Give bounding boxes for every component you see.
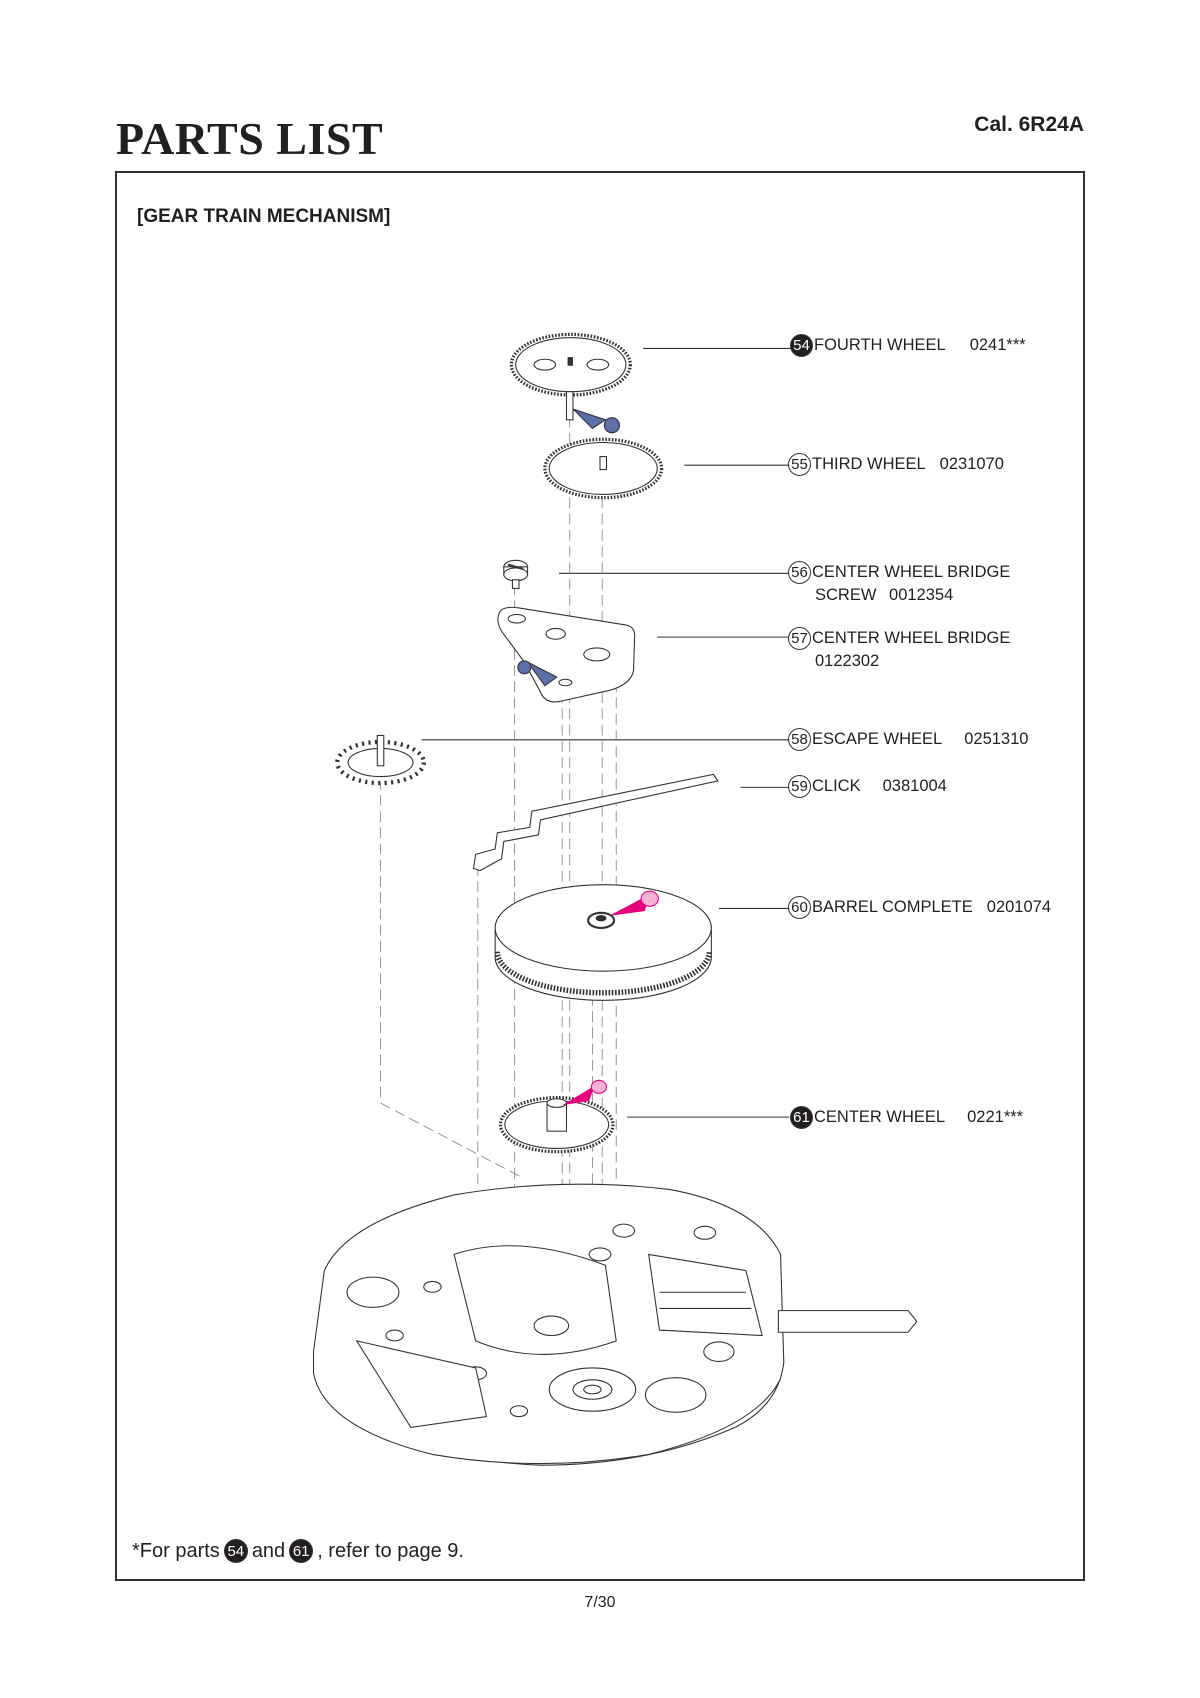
part-code: 0251310	[964, 730, 1029, 748]
part-label-56: 56 CENTER WHEEL BRIDGE	[788, 561, 1010, 584]
click-drawing	[472, 773, 719, 872]
part-name-continued: SCREW	[815, 586, 877, 604]
part-name: BARREL COMPLETE	[812, 898, 973, 916]
part-number-badge: 61	[790, 1106, 813, 1129]
page-number: 7/30	[584, 1594, 616, 1611]
part-code: 0221***	[967, 1108, 1024, 1126]
part-name: FOURTH WHEEL	[814, 336, 946, 354]
barrel-complete-drawing	[494, 884, 712, 1001]
footnote-text: , refer to page 9.	[317, 1539, 464, 1562]
part-name: THIRD WHEEL	[812, 455, 926, 473]
footnote: *For parts 54 and 61 , refer to page 9.	[132, 1539, 464, 1563]
part-label-56-line2: SCREW 0012354	[815, 586, 953, 605]
part-code: 0122302	[815, 652, 880, 670]
part-number-badge: 56	[788, 561, 811, 584]
part-code: 0231070	[939, 455, 1004, 473]
part-number-badge: 60	[788, 896, 811, 919]
escape-wheel-drawing	[335, 734, 426, 786]
footnote-part-badge: 61	[289, 1539, 314, 1563]
part-number-badge: 57	[788, 627, 811, 650]
footnote-text: *For parts	[132, 1539, 220, 1562]
part-label-58: 58 ESCAPE WHEEL 0251310	[788, 728, 1028, 751]
part-name: CENTER WHEEL BRIDGE	[812, 629, 1011, 647]
caliber-label: Cal. 6R24A	[974, 113, 1084, 136]
center-wheel-drawing	[498, 1079, 615, 1154]
part-label-61: 61 CENTER WHEEL 0221***	[790, 1106, 1023, 1129]
footnote-part-badge: 54	[223, 1539, 248, 1563]
part-label-55: 55 THIRD WHEEL 0231070	[788, 453, 1004, 476]
part-number-badge: 55	[788, 453, 811, 476]
footnote-text: and	[251, 1539, 286, 1562]
part-label-60: 60 BARREL COMPLETE 0201074	[788, 896, 1051, 919]
center-wheel-bridge-drawing	[497, 606, 636, 703]
part-name: CENTER WHEEL	[814, 1108, 946, 1126]
part-label-54: 54 FOURTH WHEEL 0241***	[790, 334, 1026, 357]
part-label-57: 57 CENTER WHEEL BRIDGE	[788, 627, 1010, 650]
alignment-lines	[380, 400, 617, 1190]
part-name: CENTER WHEEL BRIDGE	[812, 563, 1011, 581]
bridge-screw-drawing	[503, 559, 529, 590]
section-title: [GEAR TRAIN MECHANISM]	[137, 206, 391, 227]
part-name: ESCAPE WHEEL	[812, 730, 943, 748]
fourth-wheel-drawing	[509, 332, 632, 434]
page-title: PARTS LIST	[116, 113, 384, 164]
part-code: 0381004	[882, 777, 947, 795]
winding-stem	[777, 1310, 918, 1333]
diagram-frame	[115, 171, 1085, 1581]
part-name: CLICK	[812, 777, 861, 795]
part-code: 0201074	[986, 898, 1052, 916]
part-number-badge: 59	[788, 775, 811, 798]
part-code: 0012354	[889, 586, 954, 604]
part-code: 0241***	[969, 336, 1026, 354]
third-wheel-drawing	[543, 437, 664, 500]
part-label-59: 59 CLICK 0381004	[788, 775, 947, 798]
base-movement-drawing	[312, 1183, 918, 1466]
part-number-badge: 58	[788, 728, 811, 751]
part-number-badge: 54	[790, 334, 813, 357]
